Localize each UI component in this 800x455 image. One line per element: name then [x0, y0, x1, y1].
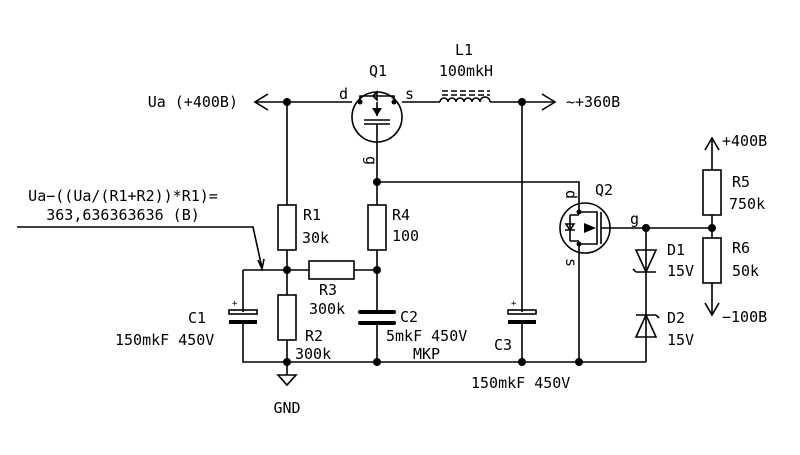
- ua-arrow-icon: [253, 93, 269, 111]
- c3-capacitor-icon: [507, 309, 537, 324]
- l1-inductor-icon: [439, 90, 491, 103]
- annotation-line2: 363,636363636 (B): [46, 206, 200, 224]
- r4-resistor-icon: [367, 204, 387, 251]
- net-plus400-label: +400B: [722, 132, 767, 150]
- d1-ref: D1: [667, 241, 685, 259]
- c2-capacitor-icon: [358, 310, 396, 325]
- c1-ref: C1: [188, 309, 206, 327]
- r5-value: 750k: [729, 195, 765, 213]
- q1-pin-g: g: [362, 156, 380, 165]
- r2-value: 300k: [295, 345, 331, 363]
- c2-note: MKP: [413, 345, 440, 363]
- gnd-symbol-icon: [276, 362, 298, 387]
- r1-ref: R1: [303, 206, 321, 224]
- r6-value: 50k: [732, 262, 759, 280]
- c3-value: 150mkF 450V: [471, 374, 570, 392]
- annotation-pointer: [17, 226, 265, 272]
- c1-plus: +: [232, 299, 238, 309]
- r4-value: 100: [392, 227, 419, 245]
- r2-resistor-icon: [277, 294, 297, 341]
- r2-ref: R2: [305, 327, 323, 345]
- c2-ref: C2: [400, 308, 418, 326]
- q2-pin-d: d: [562, 190, 580, 199]
- r1-resistor-icon: [277, 204, 297, 251]
- d2-ref: D2: [667, 309, 685, 327]
- junctions: [283, 98, 716, 366]
- q2-pin-s: s: [562, 258, 580, 267]
- q2-ref: Q2: [595, 181, 613, 199]
- r6-ref: R6: [732, 239, 750, 257]
- net-gnd-label: GND: [273, 399, 300, 417]
- r4-ref: R4: [392, 206, 410, 224]
- q2-pin-g: g: [630, 210, 639, 228]
- c2-value: 5mkF 450V: [386, 327, 467, 345]
- q1-mosfet-icon: [351, 90, 403, 143]
- r3-resistor-icon: [308, 260, 355, 280]
- c3-ref: C3: [494, 336, 512, 354]
- wires: [242, 101, 713, 363]
- r1-value: 30k: [302, 229, 329, 247]
- q1-pin-s: s: [405, 85, 414, 103]
- d1-value: 15V: [667, 262, 694, 280]
- annotation-line1: Ua−((Ua/(R1+R2))*R1)=: [28, 187, 218, 205]
- out-arrow-icon: [541, 93, 557, 111]
- d2-zener-icon: [634, 313, 660, 338]
- minus100-arrow-icon: [704, 302, 720, 317]
- net-minus100-label: −100B: [722, 308, 767, 326]
- d1-zener-icon: [632, 249, 658, 274]
- c3-plus: +: [511, 299, 517, 309]
- q1-ref: Q1: [369, 62, 387, 80]
- r5-ref: R5: [732, 173, 750, 191]
- r6-resistor-icon: [702, 237, 722, 284]
- q2-mosfet-icon: [559, 202, 611, 254]
- r3-value: 300k: [309, 300, 345, 318]
- net-ua-label: Ua (+400B): [148, 93, 238, 111]
- l1-ref: L1: [455, 41, 473, 59]
- plus400-arrow-icon: [704, 136, 720, 151]
- net-out-label: ~+360B: [566, 93, 620, 111]
- d2-value: 15V: [667, 331, 694, 349]
- r5-resistor-icon: [702, 169, 722, 216]
- c1-capacitor-icon: [228, 309, 258, 324]
- c1-value: 150mkF 450V: [115, 331, 214, 349]
- r3-ref: R3: [319, 281, 337, 299]
- q1-pin-d: d: [339, 85, 348, 103]
- l1-value: 100mkH: [439, 62, 493, 80]
